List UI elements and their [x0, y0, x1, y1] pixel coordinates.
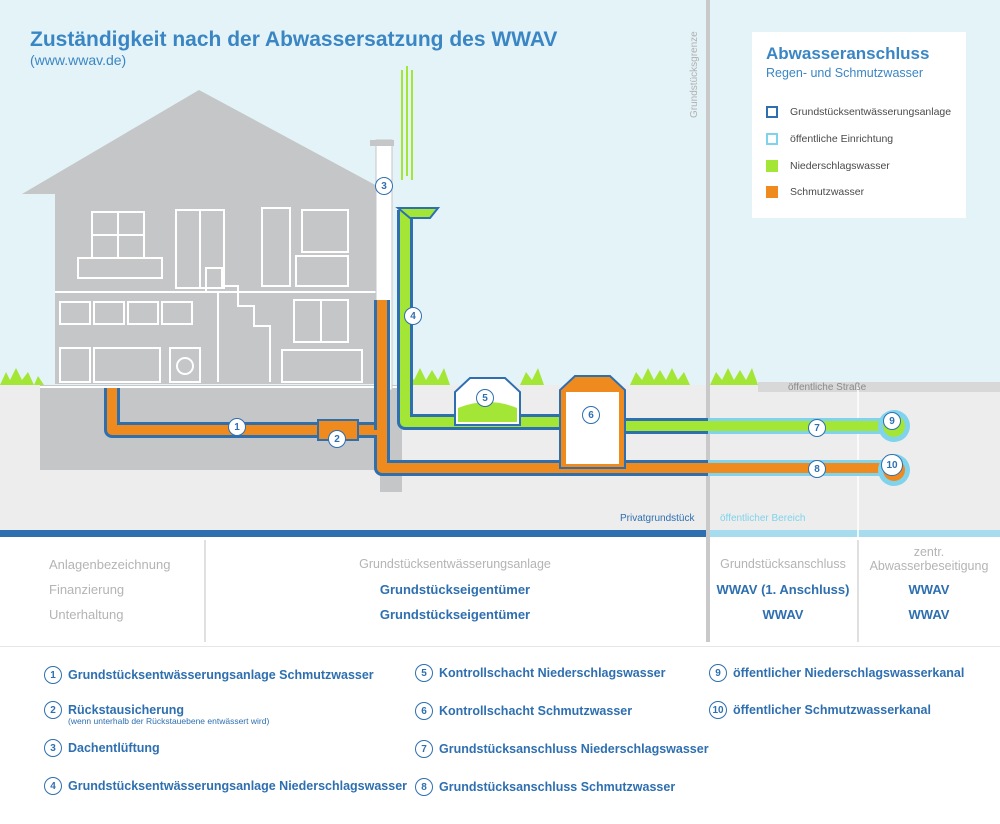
- rain-chamber-water: [458, 402, 517, 422]
- key-number: 3: [44, 739, 62, 757]
- col-header: Grundstücksentwässerungsanlage: [359, 557, 551, 571]
- staircase: [205, 267, 271, 382]
- legend-title: Abwasseranschluss: [766, 44, 930, 63]
- key-label: öffentlicher Schmutzwasserkanal: [733, 703, 931, 717]
- page-subtitle: (www.wwav.de): [30, 52, 127, 68]
- marker-7: 7: [808, 419, 826, 437]
- drainage-diagram: Zuständigkeit nach der Abwassersatzung d…: [0, 0, 1000, 540]
- key-item: 4 Grundstücksentwässerungsanlage Nieders…: [44, 777, 407, 795]
- private-label: Privatgrundstück: [620, 513, 695, 524]
- key-number: 6: [415, 702, 433, 720]
- key-label: Dachentlüftung: [68, 741, 160, 755]
- col-header: zentr.: [913, 545, 945, 559]
- key-item: 5 Kontrollschacht Niederschlagswasser: [415, 664, 665, 682]
- col-header: Grundstücksanschluss: [720, 557, 846, 571]
- house-roof: [22, 90, 392, 194]
- legend-item: Grundstücksentwässerungsanlage: [766, 104, 951, 120]
- key-item: 1 Grundstücksentwässerungsanlage Schmutz…: [44, 666, 374, 684]
- key-label: Rückstausicherung: [68, 703, 185, 717]
- vent-air: [401, 66, 413, 180]
- row-label: Anlagenbezeichnung: [49, 557, 171, 572]
- legend-item: Niederschlagswasser: [766, 158, 890, 174]
- marker-2: 2: [328, 430, 346, 448]
- key-label: Kontrollschacht Niederschlagswasser: [439, 666, 666, 680]
- cell: Grundstückseigentümer: [379, 582, 531, 597]
- key-label: Kontrollschacht Schmutzwasser: [439, 704, 633, 718]
- marker-1: 1: [228, 418, 246, 436]
- legend-item: öffentliche Einrichtung: [766, 131, 893, 147]
- kitchen-furniture: [59, 299, 363, 383]
- page-title: Zuständigkeit nach der Abwassersatzung d…: [30, 28, 558, 51]
- key-number: 4: [44, 777, 62, 795]
- marker-6: 6: [582, 406, 600, 424]
- key-item: 2 Rückstausicherung (wenn unterhalb der …: [44, 701, 269, 726]
- row-label: Unterhaltung: [49, 607, 124, 622]
- row-label: Finanzierung: [49, 582, 125, 597]
- outline-swatch-icon: [766, 106, 778, 118]
- key-sublabel: (wenn unterhalb der Rückstauebene entwäs…: [68, 716, 270, 726]
- key-number: 8: [415, 778, 433, 796]
- private-bar: [0, 530, 708, 537]
- key-item: 9 öffentlicher Niederschlagswasserkanal: [709, 664, 964, 682]
- boundary-label: Grundstücksgrenze: [689, 31, 700, 118]
- table-divider: [857, 540, 859, 642]
- key-item: 8 Grundstücksanschluss Schmutzwasser: [415, 778, 675, 796]
- key-number: 10: [709, 701, 727, 719]
- cell: Grundstückseigentümer: [379, 607, 531, 622]
- legend-item: Schmutzwasser: [766, 184, 864, 200]
- col-header: Abwasserbeseitigung: [869, 559, 989, 573]
- table-boundary: [706, 540, 710, 642]
- cell: WWAV (1. Anschluss): [716, 582, 850, 597]
- key-number: 5: [415, 664, 433, 682]
- key-item: 7 Grundstücksanschluss Niederschlagswass…: [415, 740, 709, 758]
- marker-8: 8: [808, 460, 826, 478]
- legend-label: Niederschlagswasser: [790, 160, 890, 172]
- street-surface: [758, 382, 1000, 392]
- marker-3: 3: [375, 177, 393, 195]
- key-label: Grundstücksanschluss Schmutzwasser: [439, 780, 676, 794]
- gutter: [395, 207, 441, 219]
- waste-chamber-inner: [566, 392, 619, 464]
- fill-swatch-icon: [766, 160, 778, 172]
- marker-9: 9: [883, 412, 901, 430]
- key-label: Grundstücksentwässerungsanlage Niedersch…: [68, 779, 408, 793]
- key-item: 10 öffentlicher Schmutzwasserkanal: [709, 701, 931, 719]
- legend: Abwasseranschluss Regen- und Schmutzwass…: [752, 32, 966, 218]
- cell: WWAV: [908, 607, 950, 622]
- cell: WWAV: [762, 607, 804, 622]
- marker-4: 4: [404, 307, 422, 325]
- vent-cap: [370, 140, 394, 146]
- key-item: 3 Dachentlüftung: [44, 739, 160, 757]
- key-number: 1: [44, 666, 62, 684]
- marker-10: 10: [881, 454, 903, 476]
- legend-label: öffentliche Einrichtung: [790, 133, 894, 145]
- table-divider: [204, 540, 206, 642]
- key-label: Grundstücksanschluss Niederschlagswasser: [439, 742, 709, 756]
- public-bar: [708, 530, 1000, 537]
- marker-5: 5: [476, 389, 494, 407]
- key-number: 7: [415, 740, 433, 758]
- legend-label: Schmutzwasser: [790, 186, 865, 198]
- key-label: öffentlicher Niederschlagswasserkanal: [733, 666, 965, 680]
- fill-swatch-icon: [766, 186, 778, 198]
- key-item: 6 Kontrollschacht Schmutzwasser: [415, 702, 632, 720]
- street-label: öffentliche Straße: [788, 382, 867, 393]
- house-basement: [40, 385, 402, 492]
- cell: WWAV: [908, 582, 950, 597]
- legend-label: Grundstücksentwässerungsanlage: [790, 106, 952, 118]
- outline-swatch-icon: [766, 133, 778, 145]
- legend-subtitle: Regen- und Schmutzwasser: [766, 66, 924, 80]
- key-number: 2: [44, 701, 62, 719]
- property-boundary: [706, 0, 710, 540]
- key-label: Grundstücksentwässerungsanlage Schmutzwa…: [68, 668, 374, 682]
- grass: [0, 368, 758, 385]
- bedroom-furniture: [77, 207, 349, 289]
- public-label: öffentlicher Bereich: [720, 513, 806, 524]
- key-number: 9: [709, 664, 727, 682]
- section-divider: [0, 646, 1000, 647]
